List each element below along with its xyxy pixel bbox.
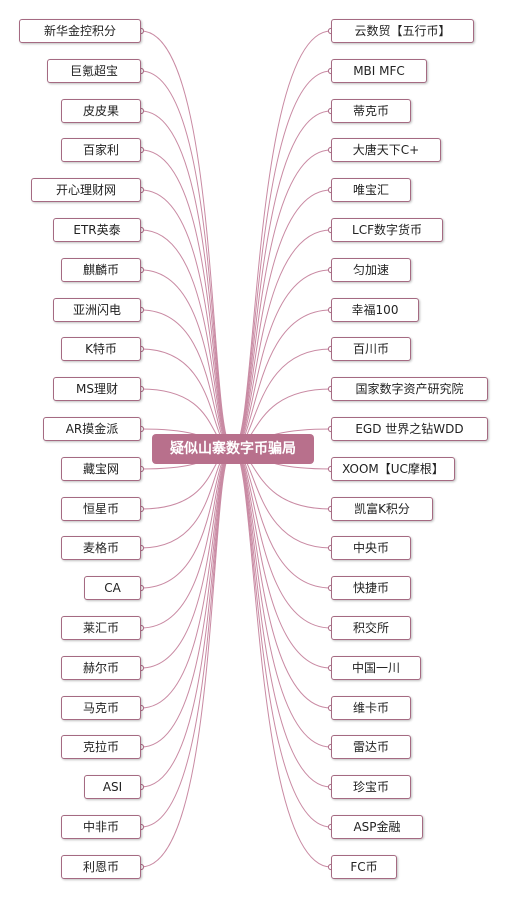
right-node-14[interactable]: 中央币 xyxy=(331,536,411,560)
left-connector-line-4 xyxy=(140,149,234,450)
left-node-3[interactable]: 皮皮果 xyxy=(61,99,141,123)
left-connector-line-17 xyxy=(140,448,234,669)
right-node-9[interactable]: 百川币 xyxy=(331,337,411,361)
left-node-18[interactable]: 马克币 xyxy=(61,696,141,720)
right-connector-line-18 xyxy=(232,448,332,709)
right-node-13[interactable]: 凯富K积分 xyxy=(331,497,433,521)
right-node-1[interactable]: 云数贸【五行币】 xyxy=(331,19,474,43)
left-connector-line-5 xyxy=(140,189,234,450)
left-node-8[interactable]: 亚洲闪电 xyxy=(53,298,141,322)
left-node-11[interactable]: AR摸金派 xyxy=(43,417,141,441)
right-connector-line-19 xyxy=(232,448,332,748)
left-node-20[interactable]: ASI xyxy=(84,775,141,799)
left-node-22[interactable]: 利恩币 xyxy=(61,855,141,879)
left-node-14[interactable]: 麦格币 xyxy=(61,536,141,560)
right-node-7[interactable]: 匀加速 xyxy=(331,258,411,282)
right-node-17[interactable]: 中国一川 xyxy=(331,656,421,680)
left-node-1[interactable]: 新华金控积分 xyxy=(19,19,141,43)
right-node-21[interactable]: ASP金融 xyxy=(331,815,423,839)
left-node-21[interactable]: 中非币 xyxy=(61,815,141,839)
left-connector-line-6 xyxy=(140,229,234,450)
right-connector-line-5 xyxy=(232,189,332,450)
left-node-6[interactable]: ETR英泰 xyxy=(53,218,141,242)
right-node-4[interactable]: 大唐天下C+ xyxy=(331,138,441,162)
right-connector-line-16 xyxy=(232,448,332,629)
left-node-19[interactable]: 克拉币 xyxy=(61,735,141,759)
left-connector-line-22 xyxy=(140,448,234,868)
left-node-2[interactable]: 巨氪超宝 xyxy=(47,59,141,83)
left-node-9[interactable]: K特币 xyxy=(61,337,141,361)
right-connector-line-22 xyxy=(232,448,332,868)
left-connector-line-21 xyxy=(140,448,234,828)
left-node-4[interactable]: 百家利 xyxy=(61,138,141,162)
left-node-15[interactable]: CA xyxy=(84,576,141,600)
right-node-10[interactable]: 国家数字资产研究院 xyxy=(331,377,488,401)
right-node-2[interactable]: MBI MFC xyxy=(331,59,427,83)
left-node-13[interactable]: 恒星币 xyxy=(61,497,141,521)
right-node-22[interactable]: FC币 xyxy=(331,855,397,879)
left-node-12[interactable]: 藏宝网 xyxy=(61,457,141,481)
right-node-5[interactable]: 唯宝汇 xyxy=(331,178,411,202)
right-connector-line-4 xyxy=(232,149,332,450)
right-node-19[interactable]: 雷达币 xyxy=(331,735,411,759)
right-connector-line-21 xyxy=(232,448,332,828)
left-connector-line-16 xyxy=(140,448,234,629)
right-node-16[interactable]: 积交所 xyxy=(331,616,411,640)
right-node-12[interactable]: XOOM【UC摩根】 xyxy=(331,457,455,481)
left-node-17[interactable]: 赫尔币 xyxy=(61,656,141,680)
right-node-20[interactable]: 珍宝币 xyxy=(331,775,411,799)
right-connector-line-7 xyxy=(232,269,332,450)
right-node-8[interactable]: 幸福100 xyxy=(331,298,419,322)
left-node-5[interactable]: 开心理财网 xyxy=(31,178,141,202)
central-topic[interactable]: 疑似山寨数字币骗局 xyxy=(152,434,314,464)
left-node-7[interactable]: 麒麟币 xyxy=(61,258,141,282)
left-node-10[interactable]: MS理财 xyxy=(53,377,141,401)
left-node-16[interactable]: 莱汇币 xyxy=(61,616,141,640)
right-node-6[interactable]: LCF数字货币 xyxy=(331,218,443,242)
right-connector-line-20 xyxy=(232,448,332,788)
right-connector-line-17 xyxy=(232,448,332,669)
right-node-15[interactable]: 快捷币 xyxy=(331,576,411,600)
right-node-18[interactable]: 维卡币 xyxy=(331,696,411,720)
left-connector-line-20 xyxy=(140,448,234,788)
left-connector-line-7 xyxy=(140,269,234,450)
left-connector-line-18 xyxy=(140,448,234,709)
right-node-11[interactable]: EGD 世界之钻WDD xyxy=(331,417,488,441)
right-connector-line-6 xyxy=(232,229,332,450)
right-node-3[interactable]: 蒂克币 xyxy=(331,99,411,123)
